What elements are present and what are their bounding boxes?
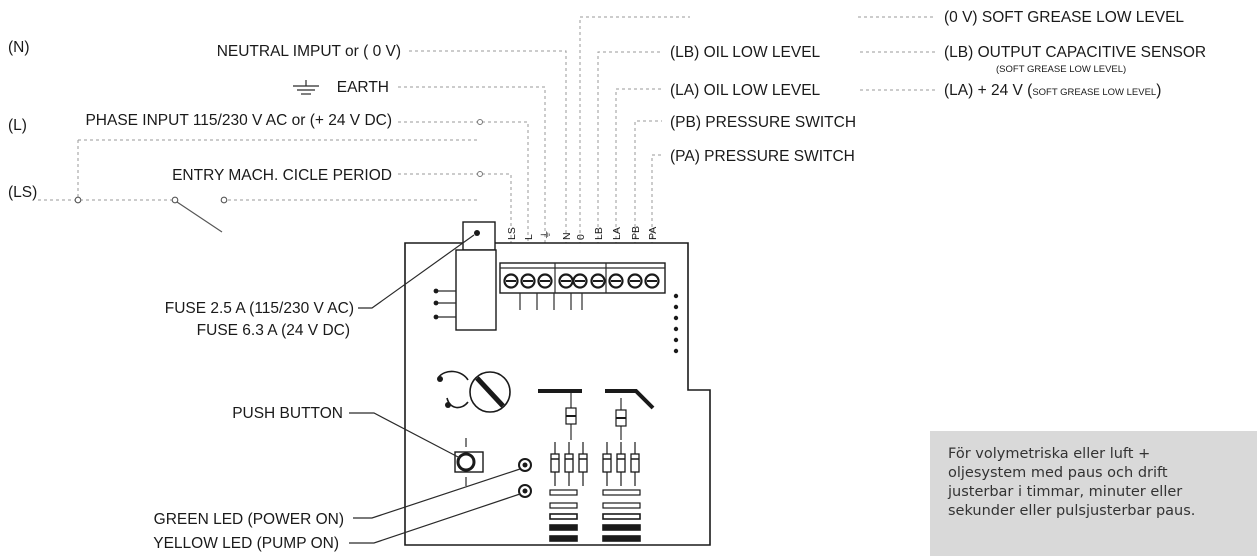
terminal-label: N [561, 232, 573, 240]
terminal-label: LS [506, 227, 518, 240]
green-led-part [518, 458, 532, 472]
fuse-ac-label: FUSE 2.5 A (115/230 V AC) [165, 300, 354, 317]
fuse-holder [462, 221, 496, 251]
fuse-dc-label: FUSE 6.3 A (24 V DC) [197, 322, 350, 339]
resistor [550, 453, 560, 473]
entry-cycle-label: ENTRY MACH. CICLE PERIOD [172, 167, 392, 184]
right-wires [579, 16, 936, 245]
terminal-label: PA [647, 227, 659, 240]
switch-icon [74, 196, 228, 233]
resistor [630, 453, 640, 473]
push-button-label: PUSH BUTTON [232, 405, 343, 422]
yellow-led-part [518, 484, 532, 498]
terminal-label: ⏚ [540, 230, 552, 241]
entry-tag: (LS) [8, 184, 37, 201]
terminal-label: LB [593, 227, 605, 240]
earth-ground-icon [293, 80, 319, 95]
neutral-tag: (N) [8, 39, 30, 56]
leader-lines [349, 234, 521, 544]
lb-oil-level-label: (LB) OIL LOW LEVEL [670, 44, 821, 61]
neutral-input-label: NEUTRAL IMPUT or ( 0 V) [217, 43, 401, 60]
left-wires [38, 50, 567, 245]
terminal-label: LA [611, 227, 623, 240]
description-note: För volymetriska eller luft + oljesystem… [930, 431, 1257, 556]
diodes-right [615, 398, 627, 440]
resistor [616, 453, 626, 473]
note-line: oljesystem med paus och drift [948, 465, 1168, 481]
la-24v-label: (LA) + 24 V (SOFT GREASE LOW LEVEL) [944, 82, 1161, 99]
circuit-board [404, 221, 711, 546]
pb-pressure-switch-label: (PB) PRESSURE SWITCH [670, 114, 856, 131]
diodes-left [565, 393, 577, 440]
push-button-part [454, 438, 484, 486]
pa-pressure-switch-label: (PA) PRESSURE SWITCH [670, 148, 855, 165]
phase-input-label: PHASE INPUT 115/230 V AC or (+ 24 V DC) [85, 112, 392, 129]
lb-output-sensor-label: (LB) OUTPUT CAPACITIVE SENSOR [944, 44, 1206, 61]
note-line: sekunder eller pulsjusterbar paus. [948, 503, 1196, 519]
resistor [602, 453, 612, 473]
note-line: justerbar i timmar, minuter eller [948, 484, 1183, 500]
earth-label: EARTH [337, 79, 389, 96]
phase-tag: (L) [8, 117, 27, 134]
yellow-led-label: YELLOW LED (PUMP ON) [153, 535, 339, 552]
grease-0v-label: (0 V) SOFT GREASE LOW LEVEL [944, 9, 1184, 26]
terminal-label: PB [630, 226, 642, 240]
lb-output-sensor-sublabel: (SOFT GREASE LOW LEVEL) [996, 64, 1126, 75]
note-line: För volymetriska eller luft + [948, 446, 1151, 462]
resistor [564, 453, 574, 473]
green-led-label: GREEN LED (POWER ON) [154, 511, 344, 528]
fuse-body [455, 249, 497, 331]
potentiometer [437, 370, 511, 413]
la-oil-level-label: (LA) OIL LOW LEVEL [670, 82, 821, 99]
terminal-label: 0 [575, 234, 587, 240]
terminal-label: L [523, 234, 535, 240]
resistor [578, 453, 588, 473]
